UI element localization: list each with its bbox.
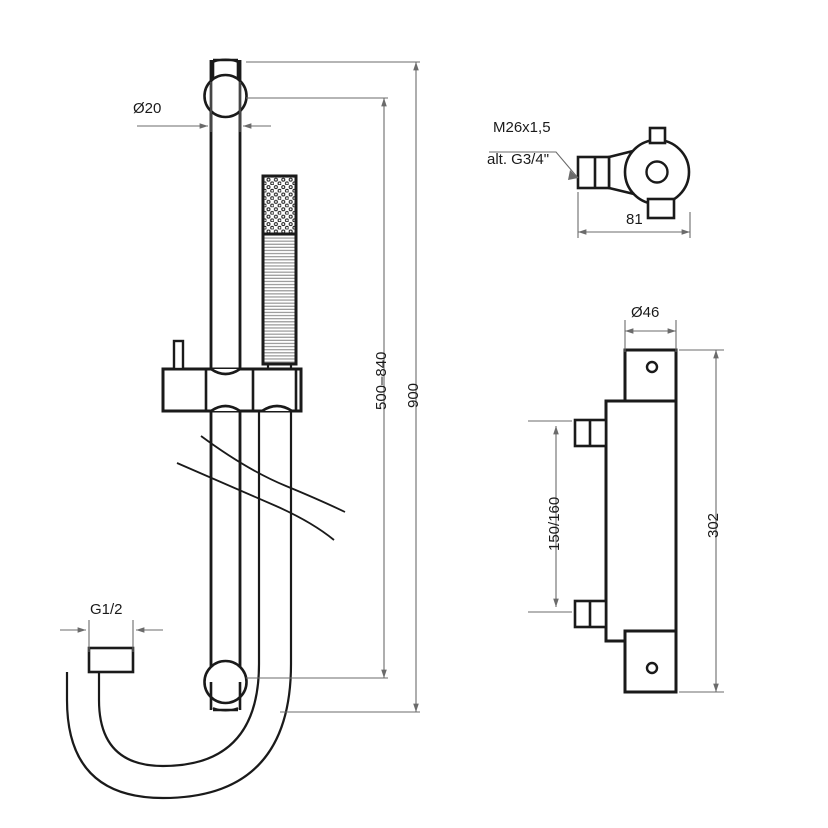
thermostat-geometry xyxy=(573,348,678,694)
rail-set-geometry xyxy=(65,58,346,800)
lower-cap-hole xyxy=(645,661,659,675)
hose-connector xyxy=(87,646,135,674)
label-body-diameter: Ø46 xyxy=(631,304,660,321)
top-rail-bracket xyxy=(203,73,248,119)
label-slider-travel: 500–840 xyxy=(373,351,390,410)
label-valve-thread: M26x1,5 xyxy=(493,119,551,136)
label-overall-height: 900 xyxy=(405,382,422,408)
rail-dimensions xyxy=(60,61,420,713)
label-hose-connection: G1/2 xyxy=(90,601,123,618)
label-valve-alt-thread: alt. G3/4" xyxy=(487,151,550,168)
rail-top-cap xyxy=(211,58,240,78)
thermostat-dimensions xyxy=(528,320,724,693)
thread-leader xyxy=(489,151,579,179)
label-valve-width: 81 xyxy=(626,211,643,228)
slider-holder xyxy=(161,339,303,413)
valve-center-hole xyxy=(645,160,669,184)
valve-detail-geometry xyxy=(576,126,691,220)
label-rail-diameter: Ø20 xyxy=(133,100,162,117)
valve-dimensions xyxy=(489,151,691,238)
shower-hose xyxy=(65,364,293,800)
upper-cap-hole xyxy=(645,360,659,374)
break-lines xyxy=(176,435,346,541)
label-overall-length: 302 xyxy=(705,512,722,538)
hand-shower xyxy=(261,174,298,366)
label-outlet-spacing: 150/160 xyxy=(546,496,563,551)
bottom-rail-bracket xyxy=(203,659,248,712)
